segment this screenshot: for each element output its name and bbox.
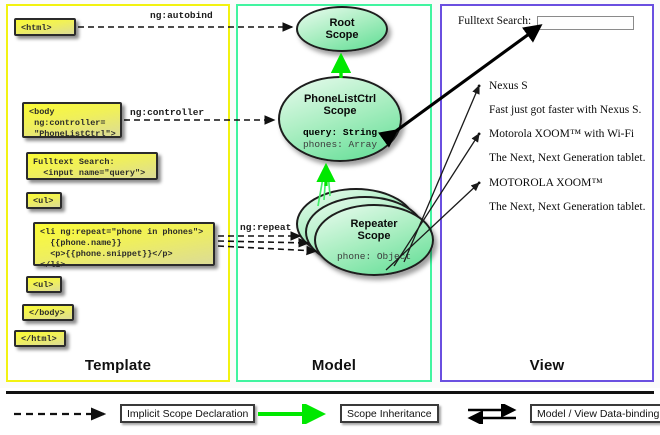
view-search-label: Fulltext Search:: [458, 15, 532, 27]
column-view: View: [440, 4, 654, 382]
ng-repeat-label: ng:repeat: [240, 222, 292, 233]
legend-inheritance-label: Scope Inheritance: [340, 404, 439, 423]
view-item-snippet-0: Fast just got faster with Nexus S.: [489, 104, 642, 116]
html-open-box: <html>: [14, 18, 76, 36]
body-open-box: <body ng:controller= "PhoneListCtrl">: [22, 102, 122, 139]
diagram-area: Template Model View <html> <body ng:cont…: [0, 0, 660, 388]
ng-controller-label: ng:controller: [130, 107, 205, 118]
ul-close-box: <ul>: [26, 276, 62, 293]
view-item-title-2: MOTOROLA XOOM™: [477, 176, 603, 191]
view-item-snippet-2: The Next, Next Generation tablet.: [489, 201, 646, 213]
scope-prop-query: query: String: [302, 126, 378, 138]
column-label-model: Model: [311, 357, 357, 374]
view-item-title-1: Motorola XOOM™ with Wi-Fi: [477, 127, 634, 142]
legend-implicit-scope-label: Implicit Scope Declaration: [120, 404, 256, 423]
column-label-view: View: [529, 357, 565, 374]
search-box: Fulltext Search: <input name="query">: [26, 152, 158, 180]
view-item-title-0: Nexus S: [477, 79, 528, 94]
legend-divider: [6, 391, 654, 394]
legend-data-binding-label: Model / View Data-binding: [530, 404, 660, 423]
repeater-scope-props: phone: Object: [336, 250, 412, 262]
legend: Implicit Scope Declaration Scope Inherit…: [0, 398, 660, 435]
dashed-arrow-icon: [14, 407, 107, 421]
search-input[interactable]: [537, 16, 634, 30]
ul-open-box: <ul>: [26, 192, 62, 209]
double-arrow-icon: [467, 404, 517, 424]
phonelistctrl-scope-props: query: String phones: Array: [280, 127, 400, 152]
scope-prop-phones: phones: Array: [302, 138, 378, 150]
body-close-box: </body>: [22, 304, 74, 321]
ng-autobind-label: ng:autobind: [150, 10, 213, 21]
view-item-snippet-1: The Next, Next Generation tablet.: [489, 152, 646, 164]
html-close-box: </html>: [14, 330, 66, 347]
green-arrow-icon: [258, 404, 326, 424]
li-repeat-box: <li ng:repeat="phone in phones"> {{phone…: [33, 222, 215, 270]
column-label-template: Template: [84, 357, 152, 374]
